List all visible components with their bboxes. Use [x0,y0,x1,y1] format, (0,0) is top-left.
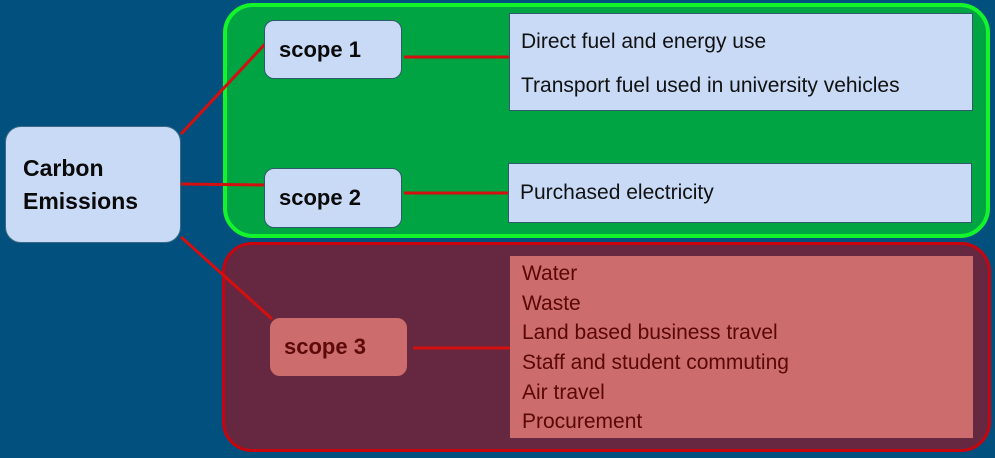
list-item: Purchased electricity [520,181,714,204]
list-item: Transport fuel used in university vehicl… [521,74,900,97]
scope-2-node: scope 2 [264,168,402,228]
scope-3-label: scope 3 [284,334,366,359]
connector-root-scope2 [180,182,266,187]
root-node-carbon-emissions: Carbon Emissions [5,126,181,243]
scope-3-items-box: Water Waste Land based business travel S… [510,256,973,438]
list-item: Air travel [522,380,605,404]
list-item: Direct fuel and energy use [521,30,767,53]
list-item: Waste [522,291,581,315]
list-item: Procurement [522,410,643,434]
list-item: Land based business travel [522,321,778,345]
scope-1-items-box: Direct fuel and energy use Transport fue… [509,13,973,111]
scope-2-items-box: Purchased electricity [508,163,972,223]
scope-1-node: scope 1 [264,20,402,79]
list-item: Water [522,262,578,285]
scope-1-label: scope 1 [279,36,361,62]
root-label-line-1: Carbon [23,154,104,181]
connector-root-scope1 [179,42,267,136]
list-item: Staff and student commuting [522,351,789,375]
scope-3-node: scope 3 [270,318,407,376]
root-label-line-2: Emissions [23,187,139,214]
connector-root-scope3 [179,235,274,321]
scope-2-label: scope 2 [279,185,361,210]
